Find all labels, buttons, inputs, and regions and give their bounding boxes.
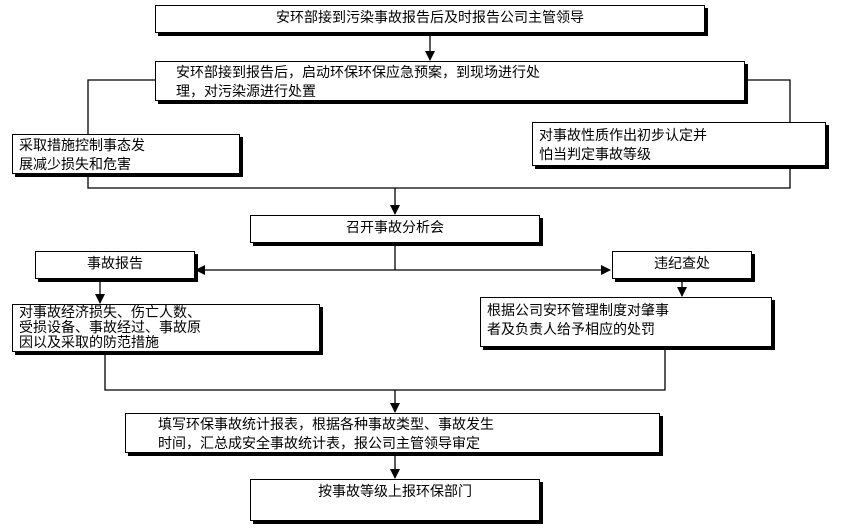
node-report-to-leader-text: 安环部接到污染事故报告后及时报告公司主管领导 (276, 10, 584, 26)
node-accident-analysis-meeting-text: 召开事故分析会 (346, 220, 444, 236)
node-determine-accident-level-line1: 对事故性质作出初步认定并 (539, 128, 707, 144)
node-report-to-env-dept: 按事故等级上报环保部门 (250, 479, 540, 521)
node-accident-report: 事故报告 (35, 251, 195, 279)
node-start-emergency-plan-line1: 安环部接到报告后，启动环保环保应急预案，到现场进行处 (176, 65, 540, 81)
node-control-situation-line2: 展减少损失和危害 (19, 157, 131, 173)
node-determine-accident-level-line2: 怕当判定事故等级 (539, 147, 651, 163)
node-discipline-handling-text: 违纪查处 (654, 256, 710, 272)
node-control-situation: 采取措施控制事态发 展减少损失和危害 (12, 134, 240, 174)
node-start-emergency-plan: 安环部接到报告后，启动环保环保应急预案，到现场进行处 理，对污染源进行处置 (155, 61, 745, 101)
node-loss-details-line2: 受损设备、事故经过、事故原 (19, 320, 201, 336)
node-statistics-report-line1: 填写环保事故统计报表，根据各种事故类型、事故发生 (158, 417, 494, 433)
node-penalty: 根据公司安环管理制度对肇事 者及负责人给予相应的处罚 (480, 297, 772, 347)
node-report-to-leader: 安环部接到污染事故报告后及时报告公司主管领导 (155, 5, 705, 33)
node-start-emergency-plan-line2: 理，对污染源进行处置 (176, 84, 316, 100)
node-statistics-report: 填写环保事故统计报表，根据各种事故类型、事故发生 时间，汇总成安全事故统计表，报… (125, 413, 660, 453)
node-penalty-line1: 根据公司安环管理制度对肇事 (487, 303, 669, 319)
node-determine-accident-level: 对事故性质作出初步认定并 怕当判定事故等级 (532, 122, 826, 166)
node-loss-details: 对事故经济损失、伤亡人数、 受损设备、事故经过、事故原 因以及采取的防范措施 (12, 304, 320, 352)
node-penalty-line2: 者及负责人给予相应的处罚 (487, 322, 655, 338)
node-accident-report-text: 事故报告 (87, 256, 143, 272)
node-discipline-handling: 违纪查处 (612, 251, 752, 279)
node-accident-analysis-meeting: 召开事故分析会 (250, 215, 540, 243)
node-control-situation-line1: 采取措施控制事态发 (19, 138, 145, 154)
node-loss-details-line3: 因以及采取的防范措施 (19, 335, 159, 351)
node-report-to-env-dept-text: 按事故等级上报环保部门 (318, 484, 472, 500)
node-statistics-report-line2: 时间，汇总成安全事故统计表，报公司主管领导审定 (158, 436, 480, 452)
node-loss-details-line1: 对事故经济损失、伤亡人数、 (19, 305, 201, 321)
